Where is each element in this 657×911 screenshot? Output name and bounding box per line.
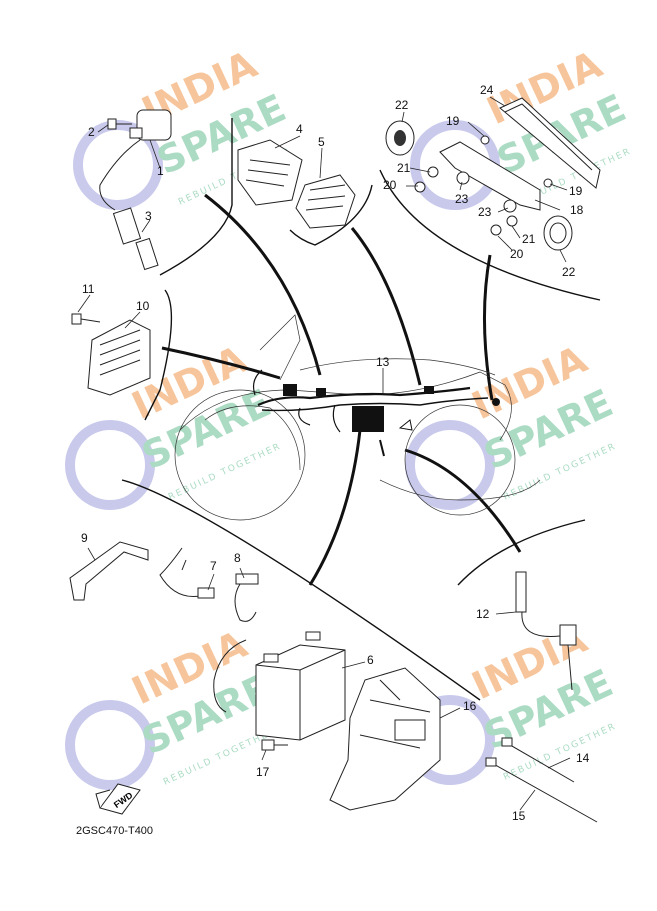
callout-1: 1 xyxy=(157,164,164,178)
callout-22a: 22 xyxy=(395,98,409,112)
ignition-coil xyxy=(99,109,172,211)
battery-box xyxy=(329,667,441,811)
callout-17: 17 xyxy=(256,765,270,779)
callout-16: 16 xyxy=(463,699,477,713)
watermark-bottom-left: INDIA SPARE REBUILD TOGETHER xyxy=(65,622,278,790)
callout-22b: 22 xyxy=(562,265,576,279)
license-plate-bracket xyxy=(499,97,601,189)
callout-5: 5 xyxy=(318,135,325,149)
callout-11: 11 xyxy=(82,282,95,296)
callout-4: 4 xyxy=(296,122,303,136)
forward-arrow-icon: FWD xyxy=(95,783,141,815)
callout-19b: 19 xyxy=(569,184,583,198)
nuts-and-washers xyxy=(414,135,553,236)
callout-13: 13 xyxy=(376,355,390,369)
wire-harness xyxy=(252,369,500,457)
wrench-logo-icon xyxy=(65,420,155,510)
reflector-bracket xyxy=(439,141,541,211)
callout-18: 18 xyxy=(570,203,584,217)
callout-3: 3 xyxy=(145,209,152,223)
ecu-unit xyxy=(295,174,356,229)
callout-20b: 20 xyxy=(510,247,524,261)
wrench-logo-icon xyxy=(73,120,163,210)
wrench-logo-icon xyxy=(65,700,155,790)
callout-12: 12 xyxy=(476,607,490,621)
group-frames xyxy=(121,118,601,701)
rectifier-regulator xyxy=(87,319,151,396)
callout-6: 6 xyxy=(367,653,374,667)
callout-21b: 21 xyxy=(522,232,536,246)
callout-24: 24 xyxy=(480,83,494,97)
relay xyxy=(237,139,303,206)
wrench-logo-icon xyxy=(405,420,495,510)
battery-band xyxy=(69,541,149,601)
callout-23a: 23 xyxy=(455,192,469,206)
callout-10: 10 xyxy=(136,299,150,313)
callout-2: 2 xyxy=(88,125,95,139)
callout-9: 9 xyxy=(81,531,88,545)
callout-21a: 21 xyxy=(397,161,411,175)
coil-bolt xyxy=(107,118,132,130)
callout-20a: 20 xyxy=(383,178,397,192)
callout-19a: 19 xyxy=(446,114,460,128)
callout-23b: 23 xyxy=(478,205,492,219)
battery-cable xyxy=(159,547,215,599)
callout-7: 7 xyxy=(210,559,217,573)
battery xyxy=(255,631,346,741)
battery-box-bolt xyxy=(261,739,288,751)
spark-plug-cap xyxy=(112,207,159,271)
callout-numbers: 1 2 3 4 5 6 7 8 9 10 11 12 13 14 15 16 1… xyxy=(81,83,590,823)
cable-tie-short xyxy=(501,737,575,783)
diagram-code: 2GSC470-T400 xyxy=(76,825,153,837)
reflector-right xyxy=(543,215,573,251)
fuse-holder xyxy=(213,573,259,713)
cable-tie-long xyxy=(485,757,598,823)
connector-bands xyxy=(161,193,522,586)
callout-8: 8 xyxy=(234,551,241,565)
callout-14: 14 xyxy=(576,751,590,765)
leader-lines xyxy=(77,96,571,811)
reflector-left xyxy=(385,120,415,156)
regulator-bolt xyxy=(71,313,101,325)
motorcycle-outline xyxy=(174,314,541,521)
callout-15: 15 xyxy=(512,809,526,823)
watermark-middle-right: INDIA SPARE REBUILD TOGETHER xyxy=(405,337,619,510)
fuse xyxy=(515,571,577,691)
